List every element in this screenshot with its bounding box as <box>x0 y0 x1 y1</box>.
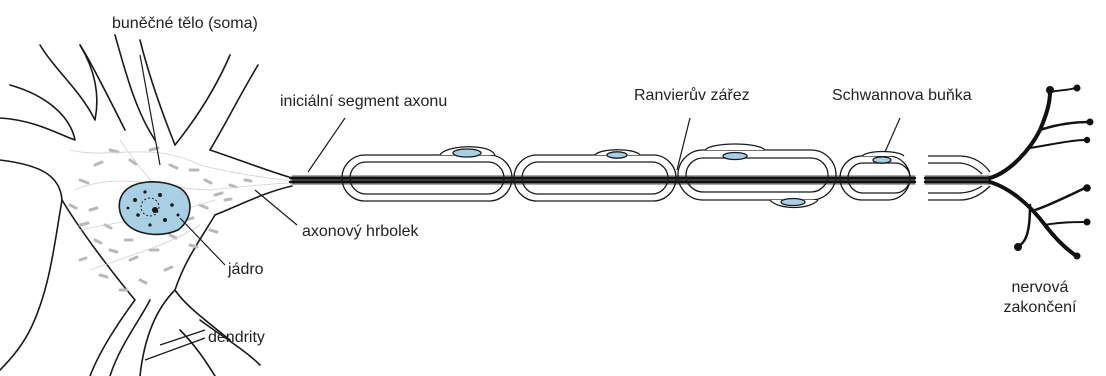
leader-axon-hillock <box>255 190 297 225</box>
label-initial-segment: iniciální segment axonu <box>280 92 447 112</box>
label-ranvier-node: Ranvierův zářez <box>634 86 750 106</box>
nerve-endings <box>990 88 1088 255</box>
label-nucleus: jádro <box>228 260 264 280</box>
label-schwann-cell: Schwannova buňka <box>832 86 972 106</box>
label-axon-hillock: axonový hrbolek <box>302 222 419 242</box>
myelin-sheath <box>342 150 990 201</box>
label-dendrites: dendrity <box>208 328 265 348</box>
leader-initial-segment <box>308 118 345 172</box>
leader-schwann <box>885 118 900 152</box>
nucleus <box>119 182 190 235</box>
axon <box>290 176 990 184</box>
leader-nucleus <box>180 218 225 265</box>
label-soma: buněčné tělo (soma) <box>112 14 258 34</box>
leader-ranvier <box>677 118 690 170</box>
label-nerve-endings: nervová zakončení <box>985 278 1095 318</box>
